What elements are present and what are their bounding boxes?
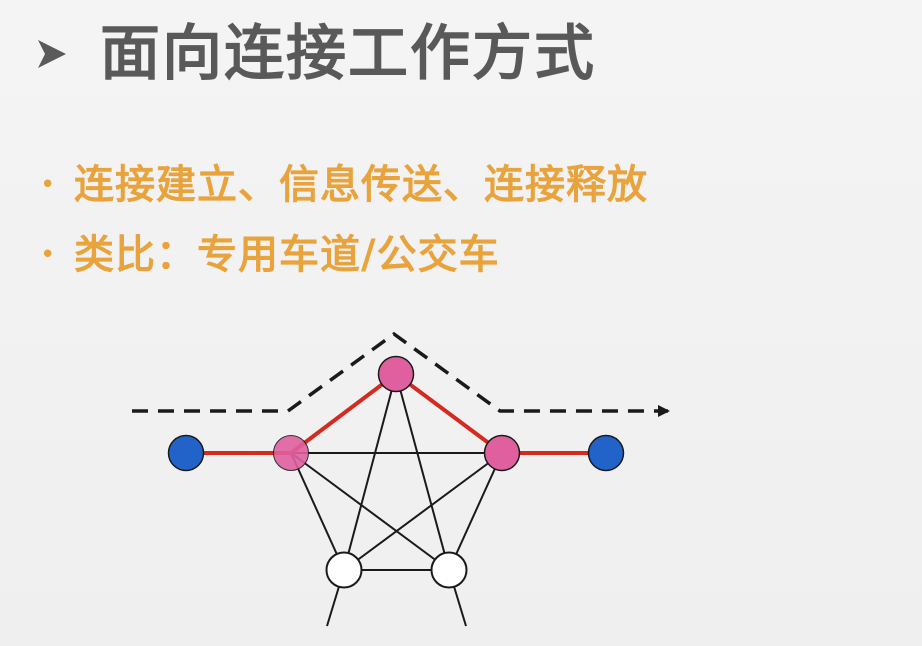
- title-row: 面向连接工作方式: [34, 14, 596, 94]
- bottom-left-switch-node: [325, 551, 363, 589]
- bottom-right-switch-node: [430, 551, 468, 589]
- link: [343, 373, 397, 571]
- slide-title: 面向连接工作方式: [100, 19, 596, 89]
- destination-host-node: [587, 434, 625, 472]
- bullet-text: 类比：专用车道/公交车: [74, 232, 500, 278]
- link: [290, 452, 450, 571]
- top-switch-node: [377, 355, 415, 393]
- link: [343, 452, 503, 571]
- right-switch-node: [483, 434, 521, 472]
- network-links: [290, 373, 503, 627]
- dot-bullet-icon: •: [40, 170, 56, 200]
- link: [395, 373, 450, 571]
- dashed-connection-arrow: [132, 331, 670, 417]
- bullet-item: • 连接建立、信息传送、连接释放: [40, 150, 648, 220]
- link: [290, 452, 345, 571]
- bullet-list: • 连接建立、信息传送、连接释放 • 类比：专用车道/公交车: [40, 150, 648, 290]
- bullet-item: • 类比：专用车道/公交车: [40, 220, 648, 290]
- arrowhead-bullet-icon: [38, 40, 66, 68]
- left-switch-node: [273, 435, 309, 471]
- source-host-node: [167, 434, 205, 472]
- bullet-text: 连接建立、信息传送、连接释放: [74, 162, 648, 208]
- link: [448, 452, 503, 571]
- dot-bullet-icon: •: [40, 240, 56, 270]
- path-link: [289, 372, 398, 455]
- path-link: [394, 372, 504, 455]
